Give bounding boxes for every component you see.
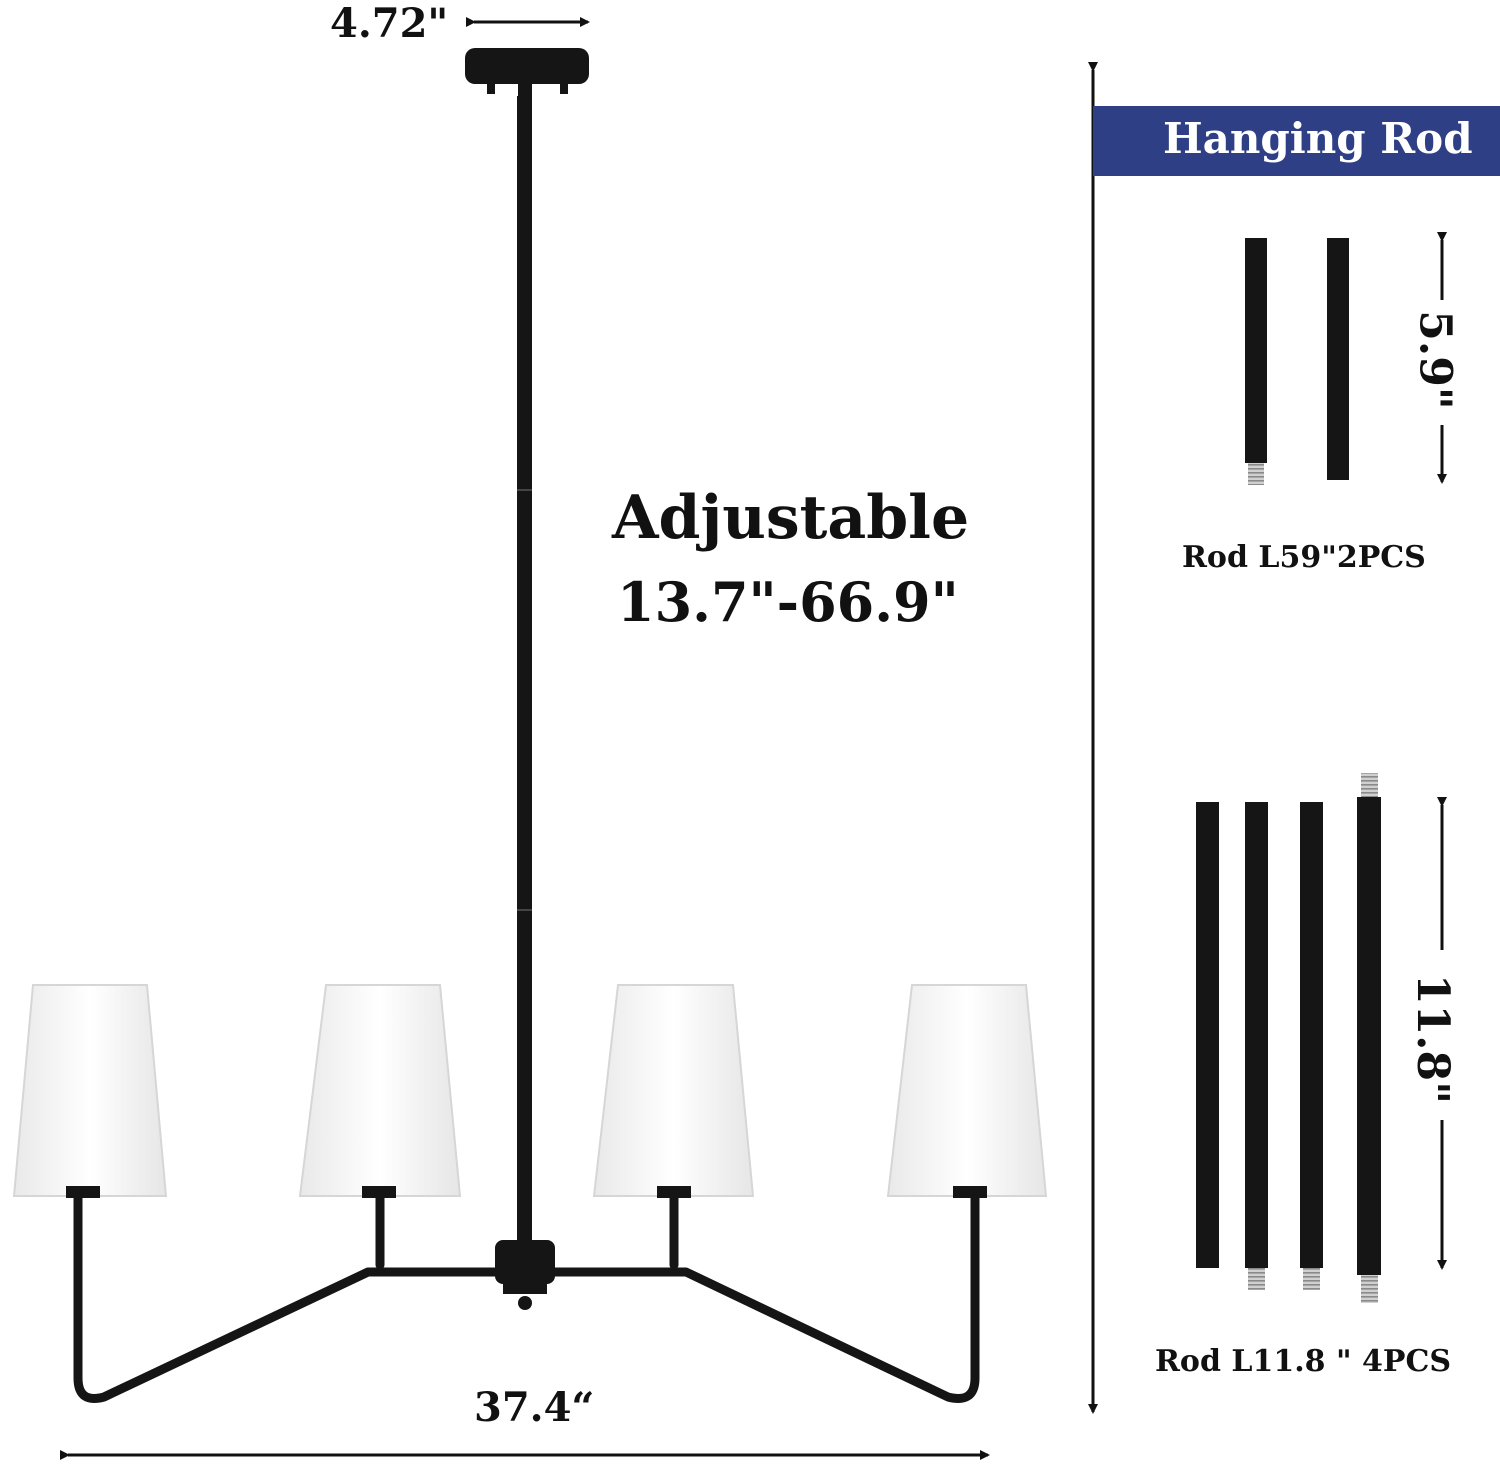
central-hub: [495, 1240, 555, 1310]
long-rod: [1196, 802, 1219, 1268]
long-rod-caption: Rod L11.8 " 4PCS: [1155, 1344, 1452, 1379]
lamp-shade: [12, 984, 168, 1198]
hanging-rod-title: Hanging Rod: [1163, 114, 1473, 163]
hanging-rod-banner: [1093, 106, 1500, 176]
short-rod: [1327, 238, 1349, 480]
fixture-arms: [73, 1190, 980, 1403]
lamp-shade: [592, 984, 755, 1198]
long-rod: [1245, 802, 1268, 1290]
main-hanging-rod: [517, 96, 532, 1246]
short-rod-caption: Rod L59"2PCS: [1182, 540, 1426, 575]
long-rod: [1300, 802, 1323, 1290]
adjustable-title: Adjustable: [612, 483, 970, 553]
long-rod-length-label: 11.8": [1407, 973, 1459, 1105]
lamp-shade: [298, 984, 462, 1198]
long-rod: [1357, 773, 1381, 1303]
short-rod: [1245, 238, 1267, 485]
ceiling-canopy: [465, 48, 589, 100]
short-rod-length-label: 5.9": [1409, 310, 1461, 410]
adjustable-range-label: 13.7"-66.9": [617, 570, 959, 634]
canopy-width-label: 4.72": [330, 0, 449, 47]
fixture-width-label: 37.4“: [474, 1384, 595, 1431]
lamp-shade: [886, 984, 1048, 1198]
